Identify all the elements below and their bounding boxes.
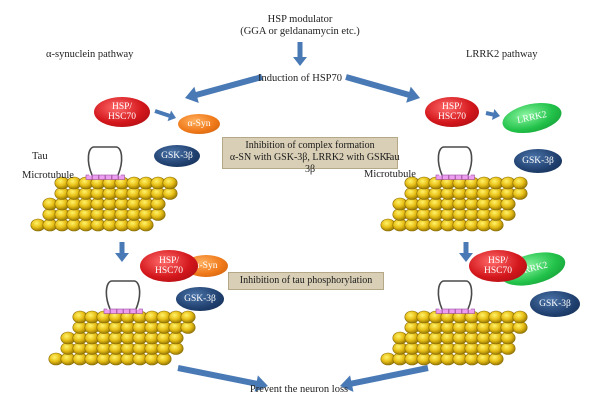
tau-inhibition-text: Inhibition of tau phosphorylation — [239, 275, 373, 286]
tau-binding-bead — [461, 308, 469, 314]
microtubule-bottom-left — [48, 278, 196, 366]
modulator-title: HSP modulator — [267, 14, 333, 25]
tubulin-subunit — [162, 176, 178, 190]
tau-protein-outline — [85, 144, 125, 176]
gsk-label: GSK-3β — [184, 294, 216, 304]
arrow-left-to-outcome — [177, 365, 268, 392]
tubulin-subunit — [512, 176, 528, 190]
modulator-examples: (GGA or geldanamycin etc.) — [240, 26, 360, 37]
tau-binding-bead — [92, 174, 99, 180]
tau-binding-bead — [105, 174, 112, 180]
tau-protein-outline — [435, 144, 475, 176]
tau-binding-bead — [448, 308, 456, 314]
tubulin-subunit — [180, 310, 196, 324]
tau-binding-bead — [110, 308, 117, 314]
arrow-induction-to-right — [345, 74, 420, 103]
tau-binding-bead — [136, 308, 143, 314]
tau-binding-bead — [442, 308, 449, 314]
arrow-down-left — [115, 242, 129, 262]
tau-binding-bead — [98, 174, 106, 180]
hsp-hsc70-top-right: HSP/HSC70 — [425, 97, 479, 127]
induction-label: Induction of HSP70 — [258, 73, 342, 84]
gsk3b-top-right: GSK-3β — [514, 149, 562, 173]
complex-inhibition-line1: Inhibition of complex formation — [245, 140, 375, 151]
complex-inhibition-banner: Inhibition of complex formation α-SN wit… — [222, 137, 398, 175]
hsp-hsc70-top-left: HSP/HSC70 — [94, 97, 150, 127]
arrow-induction-to-left — [185, 74, 263, 103]
tau-protein — [87, 146, 123, 176]
hsp-label-line2: HSC70 — [484, 266, 512, 276]
tau-label-left: Tau — [32, 151, 48, 162]
tubulin-subunit — [512, 310, 528, 324]
arrows — [115, 42, 500, 392]
arrow-hsp-to-lrrk2-right — [485, 109, 500, 121]
tau-binding-bead — [435, 308, 443, 314]
alpha-syn-top: α-Syn — [178, 114, 220, 134]
tau-inhibition-banner: Inhibition of tau phosphorylation — [228, 272, 384, 290]
tau-protein — [105, 280, 141, 310]
microtubule-label-left: Microtubule — [22, 170, 74, 181]
tau-protein-outline — [103, 278, 143, 310]
tau-binding-bead — [118, 174, 125, 180]
tau-binding-bead — [455, 308, 462, 314]
tau-binding-bead — [455, 174, 462, 180]
arrow-right-to-outcome — [340, 365, 429, 392]
tau-binding-bead — [442, 174, 449, 180]
outcome-label: Prevent the neuron loss — [249, 384, 349, 395]
tau-binding-bead — [123, 308, 130, 314]
tau-binding-bead — [103, 308, 111, 314]
tau-binding-bead — [435, 174, 443, 180]
tau-binding-bead — [116, 308, 124, 314]
tau-binding-bead — [129, 308, 137, 314]
microtubule-label-right: Microtubule — [364, 169, 416, 180]
hsp-label-line2: HSC70 — [438, 112, 466, 122]
gsk-label: GSK-3β — [161, 151, 193, 161]
hsp-hsc70-bottom-left: HSP/HSC70 — [140, 250, 198, 282]
tau-binding-bead — [111, 174, 119, 180]
hsp-label-line1: HSP/ — [487, 256, 509, 266]
tau-protein — [437, 280, 473, 310]
alpha-syn-label: α-Syn — [194, 261, 218, 271]
pathway-right-label: LRRK2 pathway — [466, 49, 538, 60]
pathway-left-label: α-synuclein pathway — [46, 49, 134, 60]
complex-inhibition-line2: α-SN with GSK-3β, LRRK2 with GSK-3β — [229, 152, 391, 175]
arrow-modulator-to-induction — [293, 42, 307, 66]
gsk-label: GSK-3β — [522, 156, 554, 166]
gsk3b-top-left: GSK-3β — [154, 145, 200, 167]
hsp-label-line1: HSP/ — [111, 102, 133, 112]
gsk3b-bottom-left: GSK-3β — [176, 287, 224, 311]
gsk-label: GSK-3β — [539, 299, 571, 309]
arrow-hsp-to-asyn-left — [154, 109, 176, 122]
tau-binding-bead — [468, 308, 475, 314]
tau-protein — [437, 146, 473, 176]
tau-label-right: Tau — [384, 152, 400, 163]
hsp-label-line1: HSP/ — [158, 256, 180, 266]
hsp-label-line1: HSP/ — [441, 102, 463, 112]
hsp-label-line2: HSC70 — [155, 266, 183, 276]
hsp-label-line2: HSC70 — [108, 112, 136, 122]
tau-binding-bead — [468, 174, 475, 180]
tau-protein-outline — [435, 278, 475, 310]
gsk3b-bottom-right: GSK-3β — [530, 291, 580, 317]
tau-binding-bead — [85, 174, 93, 180]
microtubule-bottom-right — [380, 278, 528, 366]
microtubule-top-right — [380, 144, 528, 232]
hsp-hsc70-bottom-right: HSP/HSC70 — [469, 250, 527, 282]
lrrk2-label: LRRK2 — [516, 109, 548, 127]
tau-binding-bead — [461, 174, 469, 180]
tau-binding-bead — [448, 174, 456, 180]
arrow-down-right — [459, 242, 473, 262]
alpha-syn-label: α-Syn — [187, 119, 211, 129]
microtubule-top-left — [30, 144, 178, 232]
